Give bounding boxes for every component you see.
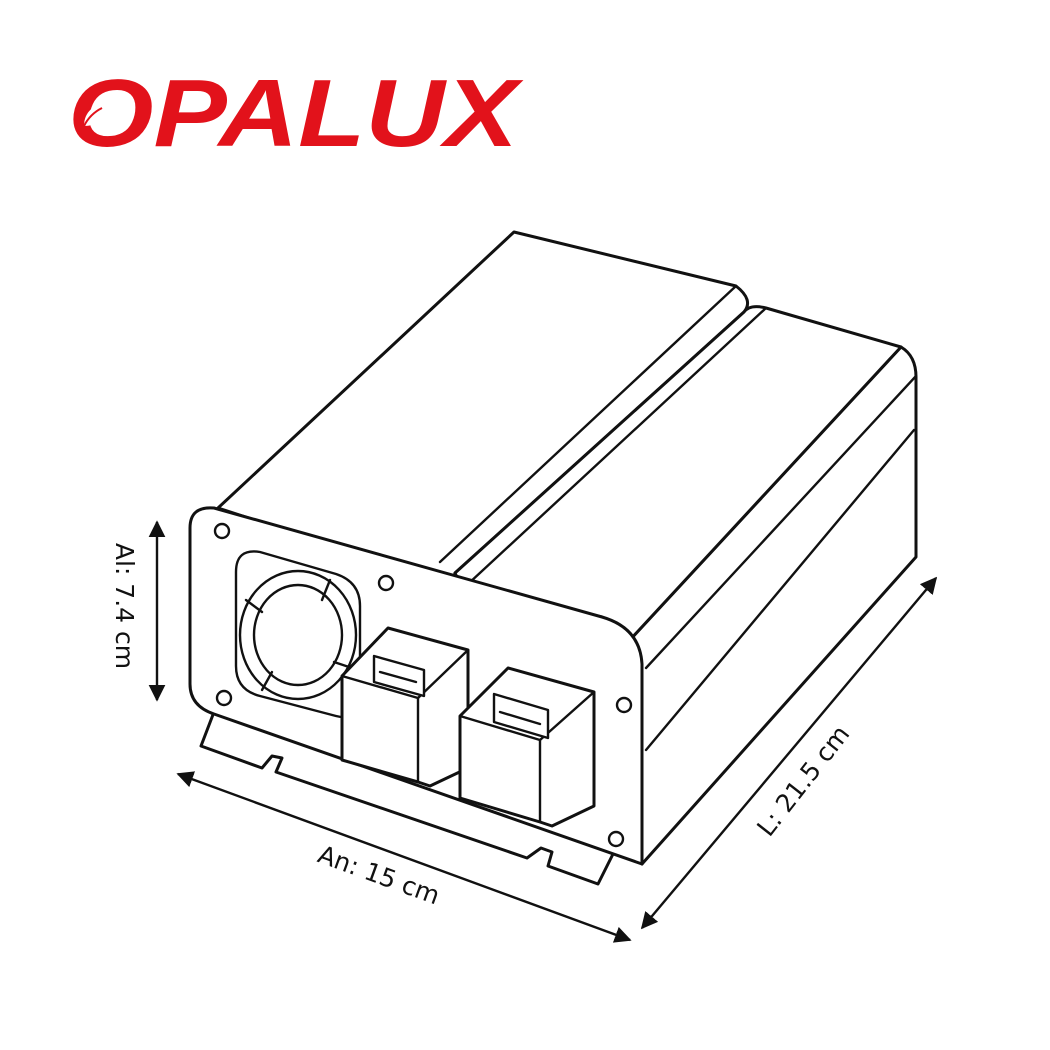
dimension-height: Al: 7.4 cm <box>110 520 166 702</box>
leaf-icon <box>83 104 114 132</box>
brand-logo: OPALUX <box>68 60 524 167</box>
height-label: Al: 7.4 cm <box>110 543 139 669</box>
ac-outlet-left <box>340 626 470 788</box>
width-label: An: 15 cm <box>314 840 443 911</box>
top-ridge-line <box>466 306 768 586</box>
top-ridge-line <box>438 284 738 564</box>
fan-grille-icon <box>234 550 362 719</box>
screw <box>215 689 233 707</box>
screw <box>615 696 633 714</box>
screw <box>213 522 231 540</box>
screw <box>377 574 395 592</box>
brand-name: OPALUX <box>68 60 524 167</box>
screw <box>607 830 625 848</box>
